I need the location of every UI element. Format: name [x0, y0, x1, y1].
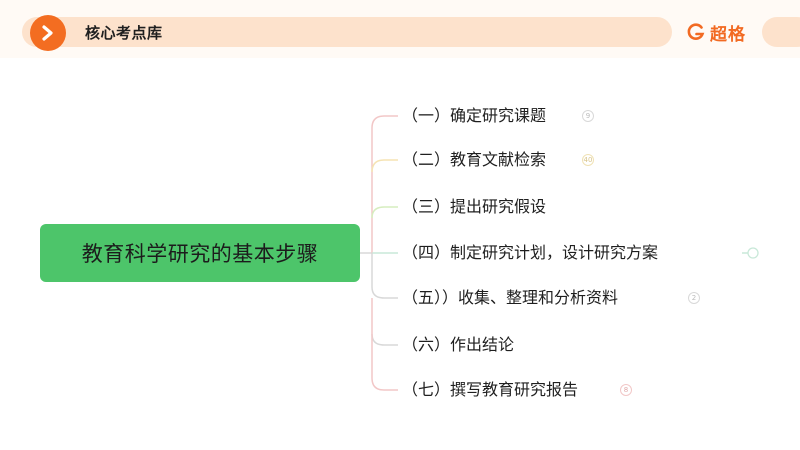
header-decoration	[762, 17, 800, 47]
branch-1[interactable]: （一）确定研究课题	[402, 106, 547, 125]
note-marker-icon: 8	[620, 384, 632, 396]
brand-mark-icon	[687, 23, 705, 40]
note-marker-icon: 40	[582, 154, 594, 166]
page-title: 核心考点库	[85, 24, 163, 42]
branch-4[interactable]: （四）制定研究计划，设计研究方案	[402, 243, 659, 262]
note-marker-icon: 9	[582, 110, 594, 122]
branch-3[interactable]: （三）提出研究假设	[402, 197, 547, 216]
brand-name: 超格	[710, 24, 746, 45]
branch-connector-2	[371, 159, 398, 173]
note-marker-icon: 2	[688, 292, 700, 304]
branch-connector-1	[371, 115, 398, 253]
branch-6[interactable]: （六）作出结论	[402, 335, 515, 354]
branch-5[interactable]: （五））收集、整理和分析资料	[402, 288, 619, 307]
collapse-toggle-icon	[747, 247, 759, 259]
branch-connector-3	[371, 206, 398, 219]
chevron-right-icon	[30, 15, 66, 51]
branch-connector-7	[371, 298, 398, 391]
branch-7[interactable]: （七）撰写教育研究报告	[402, 380, 579, 399]
branch-2[interactable]: （二）教育文献检索	[402, 150, 547, 169]
branch-connector-5	[371, 253, 398, 299]
brand-logo: 超格	[686, 20, 746, 45]
mindmap-root[interactable]: 教育科学研究的基本步骤	[40, 224, 360, 282]
branch-connector-6	[371, 333, 398, 346]
header-title-band	[22, 17, 672, 47]
